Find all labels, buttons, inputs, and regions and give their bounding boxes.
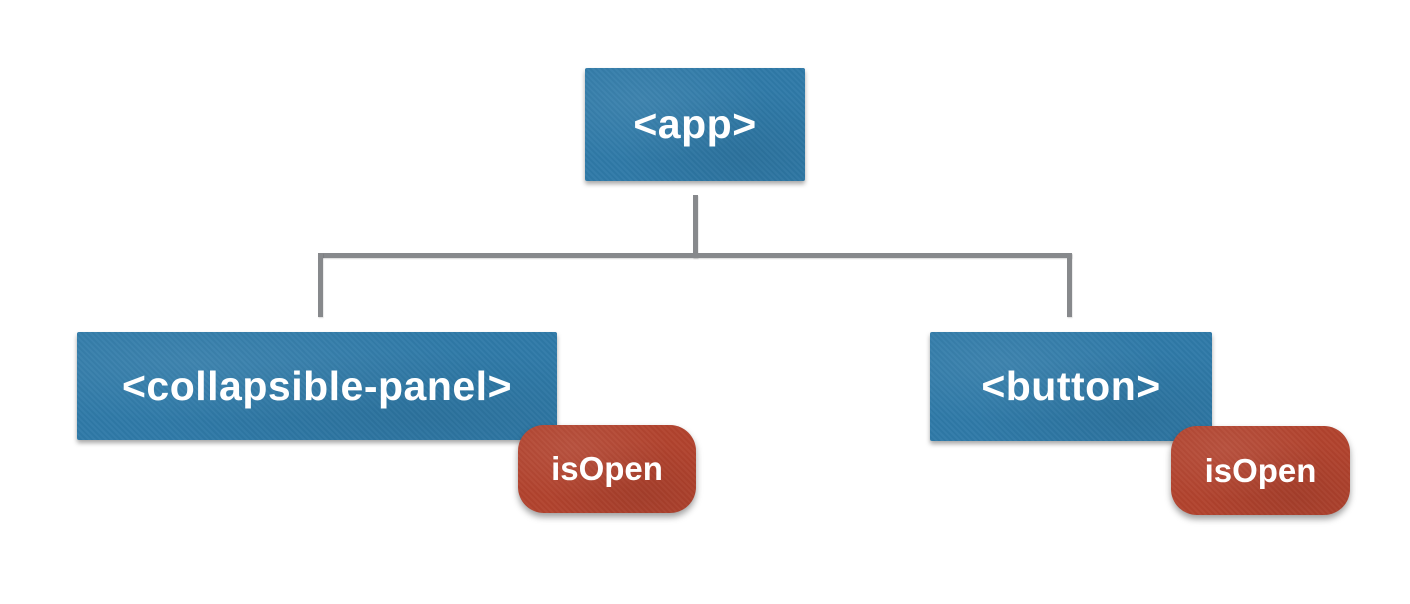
node-app: <app> <box>585 68 805 181</box>
node-collapsible-panel-label: <collapsible-panel> <box>121 362 513 409</box>
prop-badge-button-label: isOpen <box>1204 451 1317 489</box>
prop-badge-collapsible-panel: isOpen <box>518 425 696 513</box>
connector-drop-right <box>1067 253 1072 317</box>
prop-badge-collapsible-panel-label: isOpen <box>551 450 663 487</box>
prop-badge-button: isOpen <box>1171 426 1350 515</box>
connector-crossbar <box>318 253 1072 258</box>
connector-drop-left <box>318 253 323 317</box>
connector-stem <box>693 195 698 258</box>
node-collapsible-panel: <collapsible-panel> <box>77 332 557 440</box>
node-button: <button> <box>930 332 1212 441</box>
node-button-label: <button> <box>981 363 1161 409</box>
node-app-label: <app> <box>633 101 757 147</box>
